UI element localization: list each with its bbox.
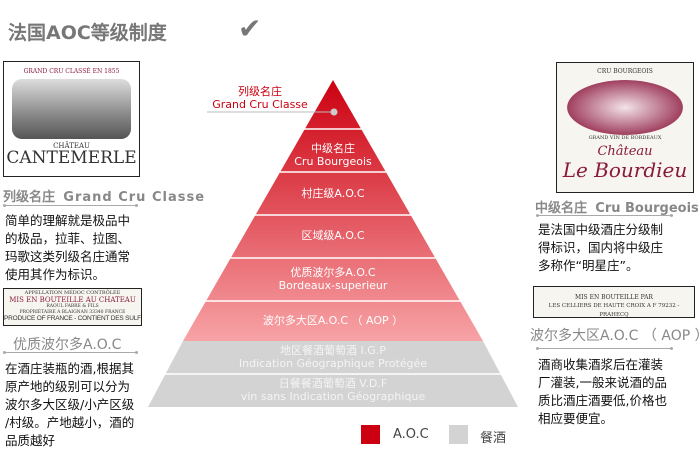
text: 得标识，国内将中级庄	[538, 240, 664, 255]
grand-cru-classe-label: 列级名庄 Grand Cru Classe	[200, 85, 320, 111]
text: APPELLATION MÉDOC CONTRÔLÉE	[24, 290, 121, 296]
text: 在酒庄装瓶的酒,根据其	[5, 361, 134, 376]
legend-aoc-label: A.O.C	[393, 427, 429, 442]
chateau-engraving-image	[567, 80, 683, 135]
cru-bourgeois-description: 是法国中级酒庄分级制得标识，国内将中级庄多称作“明星庄”。	[538, 221, 663, 275]
text: /村级。产地越小，酒的	[5, 415, 135, 430]
cantemerle-wine-label: GRAND CRU CLASSÉ EN 1855 CHÂTEAU CANTEME…	[3, 61, 140, 177]
text: 优质波尔多A.O.C	[290, 266, 376, 279]
text: CANTEMERLE	[6, 148, 137, 168]
divider	[3, 204, 138, 207]
text: 品质越好	[5, 433, 56, 448]
bordeaux-superieur-description: 在酒庄装瓶的酒,根据其原产地的级别可以分为波尔多大区级/小产区级/村级。产地越小…	[5, 360, 134, 450]
le-bourdieu-wine-label: CRU BOURGEOIS GRAND VIN DE BORDEAUX Chât…	[556, 62, 694, 193]
divider	[3, 351, 138, 354]
text: 中级名庄	[535, 201, 588, 216]
checkmark-icon: ✔	[238, 12, 262, 45]
text: 的极品，拉菲、拉图、	[5, 231, 131, 246]
legend-table-wine-label: 餐酒	[480, 431, 507, 446]
celliers-wine-label: MIS EN BOUTEILLE PAR LES CELLIERS DE HAUT…	[533, 286, 695, 318]
text: 厂灌装,一般来说酒的品	[538, 375, 667, 390]
text: Bordeaux-superieur	[278, 278, 388, 292]
text: Indication Géographique Protégée	[238, 356, 428, 370]
level-village-aoc: 村庄级A.O.C	[301, 187, 365, 200]
text: 使用其作为标识。	[5, 267, 106, 282]
legend-aoc-swatch	[361, 425, 380, 444]
text: 质比酒庄酒要低,价格也	[538, 393, 667, 408]
text: Grand Cru Classe	[63, 190, 206, 205]
text: 波尔多大区级/小产区级	[5, 397, 135, 412]
grand-cru-pointer-dot	[330, 108, 338, 116]
grand-cru-cn: 列级名庄	[238, 85, 282, 98]
text: 相应要便宜。	[538, 411, 614, 426]
text: 酒商收集酒浆后在灌装	[538, 357, 664, 372]
divider	[536, 347, 673, 350]
level-dividers	[150, 128, 520, 375]
text: Cru Bourgeois	[294, 154, 372, 168]
text: 地区餐酒葡萄酒 I.G.P	[280, 344, 386, 357]
text: Château	[597, 144, 653, 159]
grand-cru-description: 简单的理解就是极品中的极品，拉菲、拉图、玛歌这类列级名庄通常使用其作为标识。	[5, 212, 130, 284]
grand-cru-en: Grand Cru Classe	[212, 97, 308, 111]
bordeaux-superieur-heading: 优质波尔多A.O.C	[13, 337, 122, 353]
text: PROPRIÉTAIRE A BLAIGNAN 33340 FRANCE	[19, 309, 126, 315]
text: vin sans Indication Géographique	[240, 389, 426, 403]
text: 玛歌这类列级名庄通常	[5, 249, 131, 264]
level-regional-aoc: 区域级A.O.C	[301, 229, 365, 242]
text: GRAND VIN DE BORDEAUX	[588, 135, 662, 141]
text: 列级名庄	[3, 190, 56, 205]
pyramid-aoc-section	[183, 80, 483, 341]
produce-of-france-line: PRODUCE OF FRANCE - CONTIENT DES SULFITE…	[4, 315, 142, 322]
grand-cru-heading: 列级名庄 Grand Cru Classe	[3, 186, 205, 205]
legend-table-wine-swatch	[449, 425, 468, 444]
text: 简单的理解就是极品中	[5, 213, 131, 228]
text: CRU BOURGEOIS	[597, 68, 653, 75]
text: Cru Bourgeois	[595, 201, 699, 216]
text: 日餐餐酒葡萄酒 V.D.F	[278, 377, 388, 390]
text: MIS EN BOUTEILLE AU CHATEAU	[9, 296, 136, 304]
text: GRAND CRU CLASSÉ EN 1855	[23, 68, 120, 75]
text: 原产地的级别可以分为	[5, 379, 131, 394]
text: 是法国中级酒庄分级制	[538, 222, 664, 237]
text: Le Bourdieu	[562, 158, 688, 182]
bordeaux-aop-heading: 波尔多大区A.O.C （ AOP ）	[530, 328, 700, 344]
divider	[536, 214, 673, 217]
text: 多称作“明星庄”。	[538, 258, 639, 273]
chateau-engraving-image	[12, 79, 131, 139]
text: CHÂTEAU	[53, 142, 90, 150]
cru-bourgeois-heading: 中级名庄 Cru Bourgeois	[535, 197, 699, 216]
text: 中级名庄	[311, 142, 355, 155]
bordeaux-aop-description: 酒商收集酒浆后在灌装厂灌装,一般来说酒的品质比酒庄酒要低,价格也相应要便宜。	[538, 356, 667, 428]
level-bordeaux-aop: 波尔多大区A.O.C （ AOP ）	[262, 314, 404, 327]
text: RAOUL FABRE & FILS	[46, 304, 99, 309]
text: LES CELLIERS DE HAUTE CROIX A F 79232 - …	[548, 303, 680, 318]
text: MIS EN BOUTEILLE PAR	[575, 294, 653, 301]
page-title: 法国AOC等级制度	[8, 22, 167, 44]
raoul-fabre-wine-label: APPELLATION MÉDOC CONTRÔLÉE MIS EN BOUTE…	[3, 288, 142, 326]
